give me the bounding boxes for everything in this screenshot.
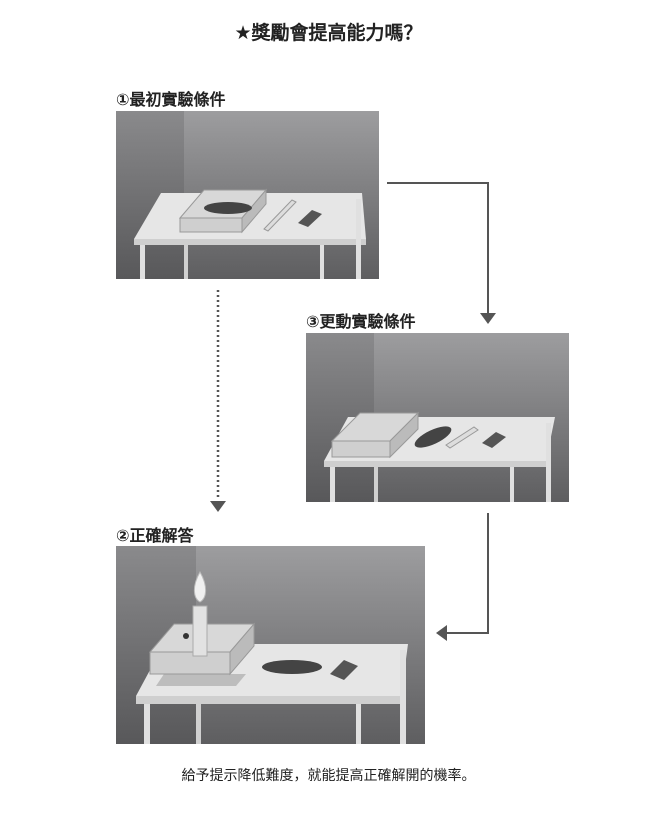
candle	[263, 199, 297, 232]
scene-changed-condition	[306, 333, 569, 502]
label-initial-condition: ①最初實驗條件	[116, 90, 226, 109]
label-correct-solution: ②正確解答	[116, 526, 194, 545]
diagram-title: ★獎勵會提高能力嗎？	[234, 22, 423, 44]
arrow-initial-to-changed	[387, 182, 489, 314]
scene-initial-condition	[116, 111, 379, 279]
box-with-candle	[148, 570, 256, 676]
thumbtacks	[204, 202, 252, 214]
scene-correct-solution	[116, 546, 425, 744]
matchbox	[298, 210, 322, 227]
arrowhead-icon	[436, 625, 447, 641]
flame	[193, 570, 207, 603]
caption: 給予提示降低難度，就能提高正確解開的機率。	[181, 768, 476, 784]
label-changed-condition: ③更動實驗條件	[306, 312, 416, 331]
arrowhead-icon	[480, 313, 496, 324]
arrowhead-icon	[210, 501, 226, 512]
arrow-changed-to-solution	[446, 513, 489, 634]
